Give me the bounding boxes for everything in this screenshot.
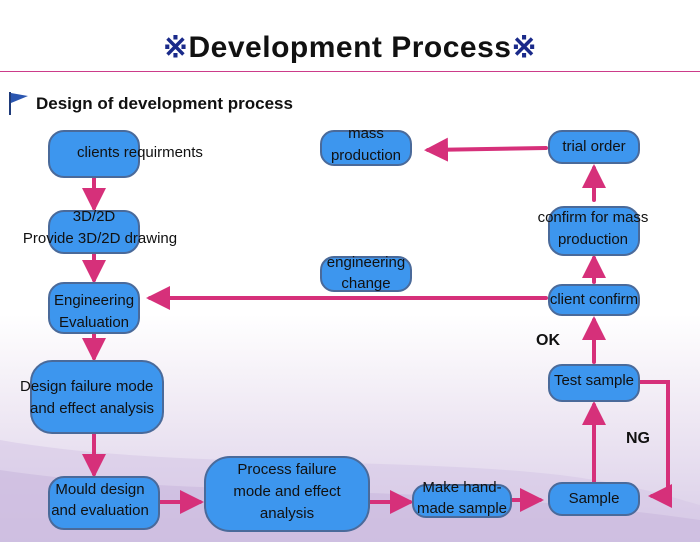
arrow-test-ng-to-sample	[638, 380, 672, 508]
step-drawing-label-1: 3D/2D	[72, 208, 116, 225]
step-handmade-label-2: made sample	[416, 500, 508, 517]
title-mark-right: ※	[511, 31, 538, 64]
page-title: ※Development Process※	[0, 30, 700, 65]
step-test-label: Test sample	[553, 372, 635, 389]
step-pfmea-label-3: analysis	[259, 505, 315, 522]
step-engchange-box	[320, 256, 412, 292]
step-clientconfirm-box	[548, 284, 640, 316]
step-mass-box	[320, 130, 412, 166]
step-trial-label: trial order	[562, 138, 626, 155]
flag-icon	[9, 92, 28, 115]
step-engeval-box	[48, 282, 140, 334]
step-dfmea-label-1: Design failure mode	[20, 378, 154, 395]
step-drawing-box	[48, 210, 140, 254]
step-mould-label-2: and evaluation	[51, 502, 149, 519]
step-mould-box	[48, 476, 160, 530]
step-dfmea-box	[30, 360, 164, 434]
step-handmade-box	[412, 484, 512, 518]
step-handmade-label-1: Make hand-	[422, 479, 502, 496]
step-confirmmass-box	[548, 206, 640, 256]
title-mark-left: ※	[162, 31, 189, 64]
step-clientconfirm-label: client confirm	[549, 291, 639, 308]
step-mould-label-1: Mould design	[55, 481, 145, 498]
step-engeval-label-1: Engineering	[53, 292, 135, 309]
arrow-trial-to-mass	[424, 137, 548, 162]
step-trial-box	[548, 130, 640, 164]
step-pfmea-label-1: Process failure	[237, 461, 337, 478]
step-clients-box	[48, 130, 140, 178]
step-engchange-label-1: engineering	[326, 254, 406, 271]
step-sample-label: Sample	[568, 490, 620, 507]
step-pfmea-label-2: mode and effect	[233, 483, 341, 500]
step-engeval-label-2: Evaluation	[58, 314, 130, 331]
step-clients-label: clients requirments	[77, 144, 203, 161]
step-engchange-label-2: change	[341, 275, 391, 292]
title-text: Development Process	[188, 31, 512, 64]
step-dfmea-label-2: and effect analysis	[30, 400, 154, 417]
step-confirmmass-label-1: confirm for mass	[537, 209, 649, 226]
title-divider	[0, 71, 700, 72]
step-sample-box	[548, 482, 640, 516]
step-mass-label-2: production	[330, 147, 402, 164]
label-ok: OK	[536, 332, 560, 349]
section-subtitle: Design of development process	[36, 94, 293, 113]
step-pfmea-box	[204, 456, 370, 532]
step-test-box	[548, 364, 640, 402]
label-ng: NG	[626, 430, 650, 447]
step-mass-label-1: mass	[348, 125, 384, 142]
step-drawing-label-2: Provide 3D/2D drawing	[22, 230, 178, 247]
step-confirmmass-label-2: production	[557, 231, 629, 248]
